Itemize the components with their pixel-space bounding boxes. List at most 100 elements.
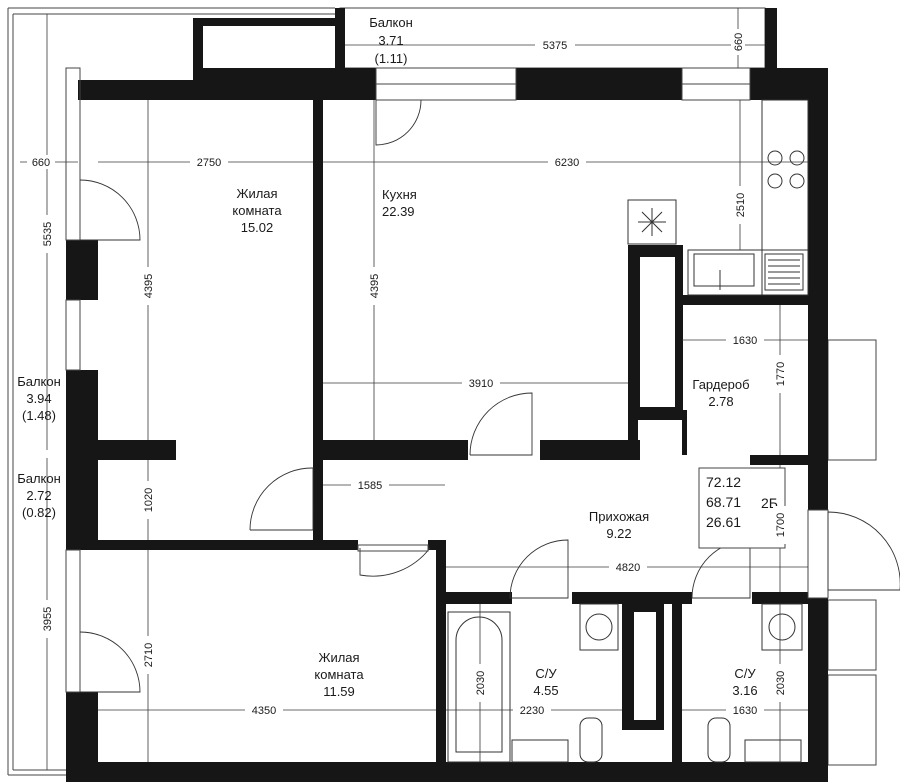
wall [313,100,323,465]
bathtub-inner [455,616,503,753]
dim-label-bg [773,506,787,544]
dim-balcony-left-upper: 5535 [42,222,54,246]
bath-1-name: С/У [535,666,557,681]
wall [752,592,808,604]
window [357,544,429,552]
bathtub [447,611,511,763]
bath-2-name: С/У [734,666,756,681]
door-living1 [249,467,314,531]
dim-kitchen-depth: 2510 [735,193,747,217]
fixtures [447,99,809,763]
balcony-left-1-area: 3.94 [26,391,51,406]
dim-kitchen-height: 4395 [369,274,381,298]
dim-living-2-width: 4350 [252,705,276,717]
dim-bath-1-width: 2230 [520,705,544,717]
shaft-void [640,257,675,407]
dim-hall-height: 1700 [775,513,787,537]
dim-label-bg [351,478,389,492]
living-1-area: 15.02 [241,220,274,235]
summary-other: 26.61 [706,514,741,530]
stove-burner [789,173,805,189]
balcony-top-name: Балкон [369,15,413,30]
door-living2-balcony [79,631,141,693]
dim-label-bg [190,155,228,169]
wall [66,762,828,782]
dim-living-1-width: 2750 [197,157,221,169]
dim-kitchen-inner-width: 3910 [469,378,493,390]
dimension-labels: 5375 660 660 2750 6230 5535 3955 4395 43… [27,29,787,717]
wardrobe-area: 2.78 [708,394,733,409]
washing-machine-drum [585,613,613,641]
dim-label-bg [773,355,787,393]
balcony-right-frame-2 [827,599,877,671]
boiler [627,199,677,245]
dim-label-bg [462,376,500,390]
dim-label-bg [513,703,551,717]
dim-balcony-left-depth: 660 [32,157,50,169]
dim-living-1-height: 4395 [143,274,155,298]
window [65,549,81,693]
door-bath2 [691,539,751,599]
bath-1-area: 4.55 [533,683,558,698]
bath-2-area: 3.16 [732,683,757,698]
door-living1-balcony [79,179,141,241]
dim-label-bg [141,481,155,519]
window [65,299,81,371]
wall [193,68,376,82]
wall [672,600,682,765]
bathroom-sink [744,739,802,763]
wall [335,8,345,83]
hall-name: Прихожая [589,509,649,524]
balcony-left-2-name: Балкон [17,471,61,486]
bathroom-sink [511,739,569,763]
window [807,509,829,599]
wall [98,540,358,550]
balcony-left-1-name: Балкон [17,374,61,389]
door-kitchen [469,392,533,456]
living-1-name-line1: Жилая [236,186,277,201]
wall [808,68,828,510]
dim-label-bg [27,155,55,169]
living-1-name-line2: комната [232,203,282,218]
wall [313,440,468,460]
toilet [579,717,603,763]
wall [765,8,777,68]
wall [682,295,808,305]
dim-label-bg [548,155,586,169]
wall [193,18,203,83]
door-kitchen-balcony [375,99,422,146]
balcony-left-1-sub: (1.48) [22,408,56,423]
dim-label-bg [473,664,487,702]
washing-machine [761,603,803,651]
living-2-name-line1: Жилая [318,650,359,665]
wall [66,440,176,460]
balcony-right-frame-1 [827,339,877,461]
door-entrance [827,511,900,591]
dim-kitchen-width: 6230 [555,157,579,169]
area-summary: 72.12 68.71 26.61 2Б [698,467,786,549]
dim-balcony-top-depth: 660 [733,33,745,51]
shaft-void [634,612,656,720]
wall [66,240,98,300]
wall [750,455,810,465]
dim-label-bg [609,560,647,574]
dim-label-bg [141,636,155,674]
wall [808,598,828,780]
wall [682,410,687,455]
wall [78,80,376,100]
dim-bath-2-width: 1630 [733,705,757,717]
dim-label-bg [40,215,54,253]
washing-machine-drum [768,613,796,641]
stove-burner [789,150,805,166]
dimension-lines [20,8,808,770]
dim-hall-width: 4820 [616,562,640,574]
dim-wardrobe-width: 1630 [733,335,757,347]
dishwasher-box [764,253,804,291]
wall [313,455,323,545]
door-bath1 [509,539,569,599]
dim-balcony-top-length: 5375 [543,40,567,52]
wall [516,68,682,100]
dishwasher [764,253,804,291]
balcony-left-2-area: 2.72 [26,488,51,503]
dim-label-bg [40,600,54,638]
